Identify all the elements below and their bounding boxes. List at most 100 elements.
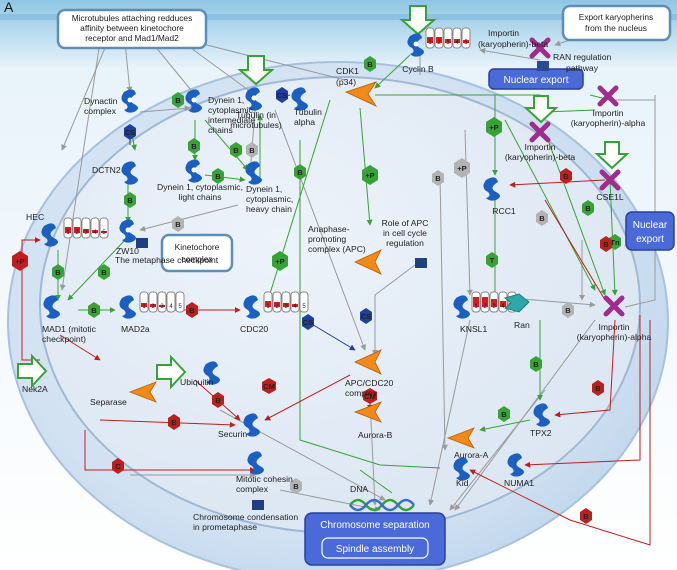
membrane-band xyxy=(0,14,677,20)
ran-pathway-label: RAN regulation xyxy=(553,52,611,62)
svg-text:B: B xyxy=(91,306,97,315)
importin-alpha-low-label: Importin xyxy=(598,322,629,332)
zw10-label: ZW10 xyxy=(116,246,139,256)
svg-text:+P: +P xyxy=(275,257,284,266)
svg-text:B: B xyxy=(533,360,539,369)
nek2a-label: Nek2A xyxy=(22,384,48,394)
hec-label: HEC xyxy=(26,212,44,222)
cse1l-label: CSE1L xyxy=(596,192,623,202)
tubulin-alpha-label: Tubulin xyxy=(294,107,322,117)
svg-text:CS: CS xyxy=(361,312,371,321)
mad1-glyph xyxy=(43,295,60,319)
svg-text:pathway: pathway xyxy=(566,63,599,73)
protein-glyphs xyxy=(41,33,550,481)
badge-binding: B xyxy=(560,168,572,184)
svg-text:(karyopherin)-alpha: (karyopherin)-alpha xyxy=(571,118,646,128)
badge-binding: B xyxy=(246,142,258,158)
panel-letter: A xyxy=(4,0,14,15)
svg-text:1: 1 xyxy=(266,304,270,310)
apc-glyph xyxy=(354,249,382,275)
svg-text:B: B xyxy=(175,96,181,105)
callout-microtubules: Microtubules attaching redduces affinity… xyxy=(56,8,208,50)
svg-text:4: 4 xyxy=(93,230,97,236)
svg-text:2: 2 xyxy=(151,304,155,310)
importin-alpha-top-glyph xyxy=(597,85,619,107)
dynactin-label: Dynactin xyxy=(84,96,118,106)
svg-text:(karyopherin)-beta: (karyopherin)-beta xyxy=(478,39,548,49)
svg-text:B: B xyxy=(435,174,441,183)
svg-text:+P: +P xyxy=(489,123,498,132)
dynein-ic-label: Dynein 1, xyxy=(208,95,244,105)
svg-text:CM: CM xyxy=(364,392,376,401)
dynein-hc-label: Dynein 1, xyxy=(246,184,282,194)
cse1l-glyph xyxy=(599,169,621,191)
svg-text:B: B xyxy=(585,204,591,213)
svg-text:promoting: promoting xyxy=(308,234,346,244)
svg-text:3: 3 xyxy=(492,304,496,310)
svg-text:B: B xyxy=(101,268,107,277)
spindle-assembly-button[interactable]: Spindle assembly xyxy=(321,537,429,559)
badge-binding: B xyxy=(600,236,612,252)
ran-pathway-marker xyxy=(537,61,549,71)
svg-text:Microtubules attaching redduce: Microtubules attaching redduces xyxy=(72,13,193,23)
svg-text:chains: chains xyxy=(208,125,233,135)
node-labels: Cyclin B Importin (karyopherin)-beta RAN… xyxy=(22,28,651,532)
tpx2-glyph xyxy=(533,403,550,427)
cdk1-label: CDK1 xyxy=(336,66,359,76)
badge-binding: B xyxy=(186,302,198,318)
svg-text:receptor and Mad1/Mad2: receptor and Mad1/Mad2 xyxy=(85,33,179,43)
badge-phosphorylation: +P xyxy=(454,158,470,178)
states-cyclin-b xyxy=(425,27,471,49)
metaphase-label: The metaphase checkpoint xyxy=(115,255,219,265)
svg-text:CS: CS xyxy=(277,91,287,100)
importin-alpha-low-glyph xyxy=(603,295,625,317)
aurora-b-glyph xyxy=(353,401,382,423)
svg-text:B: B xyxy=(565,306,571,315)
svg-text:B: B xyxy=(127,196,133,205)
apc-cdc20-glyph xyxy=(354,349,382,375)
tubulin-alpha-glyph xyxy=(291,87,308,111)
svg-text:cytoplasmic,: cytoplasmic, xyxy=(208,105,255,115)
rcc1-glyph xyxy=(483,177,500,201)
metaphase-checkpoint-marker xyxy=(136,238,148,248)
importin-beta-mid-glyph xyxy=(529,121,551,143)
badge-binding: B xyxy=(230,142,242,158)
role-apc-label: Role of APC xyxy=(382,218,429,228)
separase-glyph xyxy=(128,381,157,403)
badge-binding: B xyxy=(536,210,548,226)
badge-cleavage: C xyxy=(112,458,124,474)
svg-text:Kinetochore: Kinetochore xyxy=(175,242,220,252)
svg-text:cytoplasmic,: cytoplasmic, xyxy=(246,194,293,204)
knsl1-glyph xyxy=(453,295,470,319)
condensation-marker xyxy=(252,500,264,510)
nuclear-export-top-button[interactable]: Nuclear export xyxy=(488,68,584,90)
svg-text:in cell cycle: in cell cycle xyxy=(383,228,427,238)
svg-text:+P: +P xyxy=(365,171,374,180)
svg-text:4: 4 xyxy=(293,304,297,310)
ran-label: Ran xyxy=(514,320,530,330)
svg-text:(karyopherin)-beta: (karyopherin)-beta xyxy=(505,152,575,162)
nuclear-export-right-button[interactable]: Nuclear export xyxy=(625,211,675,251)
svg-text:B: B xyxy=(171,418,177,427)
svg-text:+P: +P xyxy=(457,164,466,173)
svg-text:complex: complex xyxy=(345,388,378,398)
svg-text:export: export xyxy=(636,234,664,245)
svg-text:B: B xyxy=(249,146,255,155)
securin-glyph xyxy=(243,413,260,437)
state-labels: 1 2 3 4 5 1 2 3 4 5 1 2 3 4 5 1 2 3 4 5 xyxy=(66,40,514,310)
svg-text:+P: +P xyxy=(15,257,24,266)
badge-cell-state: CS xyxy=(302,314,314,330)
dna-glyph xyxy=(349,498,415,512)
svg-text:B: B xyxy=(563,172,569,181)
badge-modification: CM xyxy=(363,388,377,404)
svg-text:(p34): (p34) xyxy=(336,77,356,87)
svg-text:B: B xyxy=(603,240,609,249)
svg-text:B: B xyxy=(191,142,197,151)
ubiquitin-glyph xyxy=(203,361,220,385)
callout-kinetochore: Kinetochore complex xyxy=(160,233,234,273)
svg-text:CM: CM xyxy=(263,382,275,391)
svg-text:4: 4 xyxy=(455,40,459,46)
svg-text:3: 3 xyxy=(446,40,450,46)
svg-text:4: 4 xyxy=(501,304,505,310)
svg-text:B: B xyxy=(215,396,221,405)
